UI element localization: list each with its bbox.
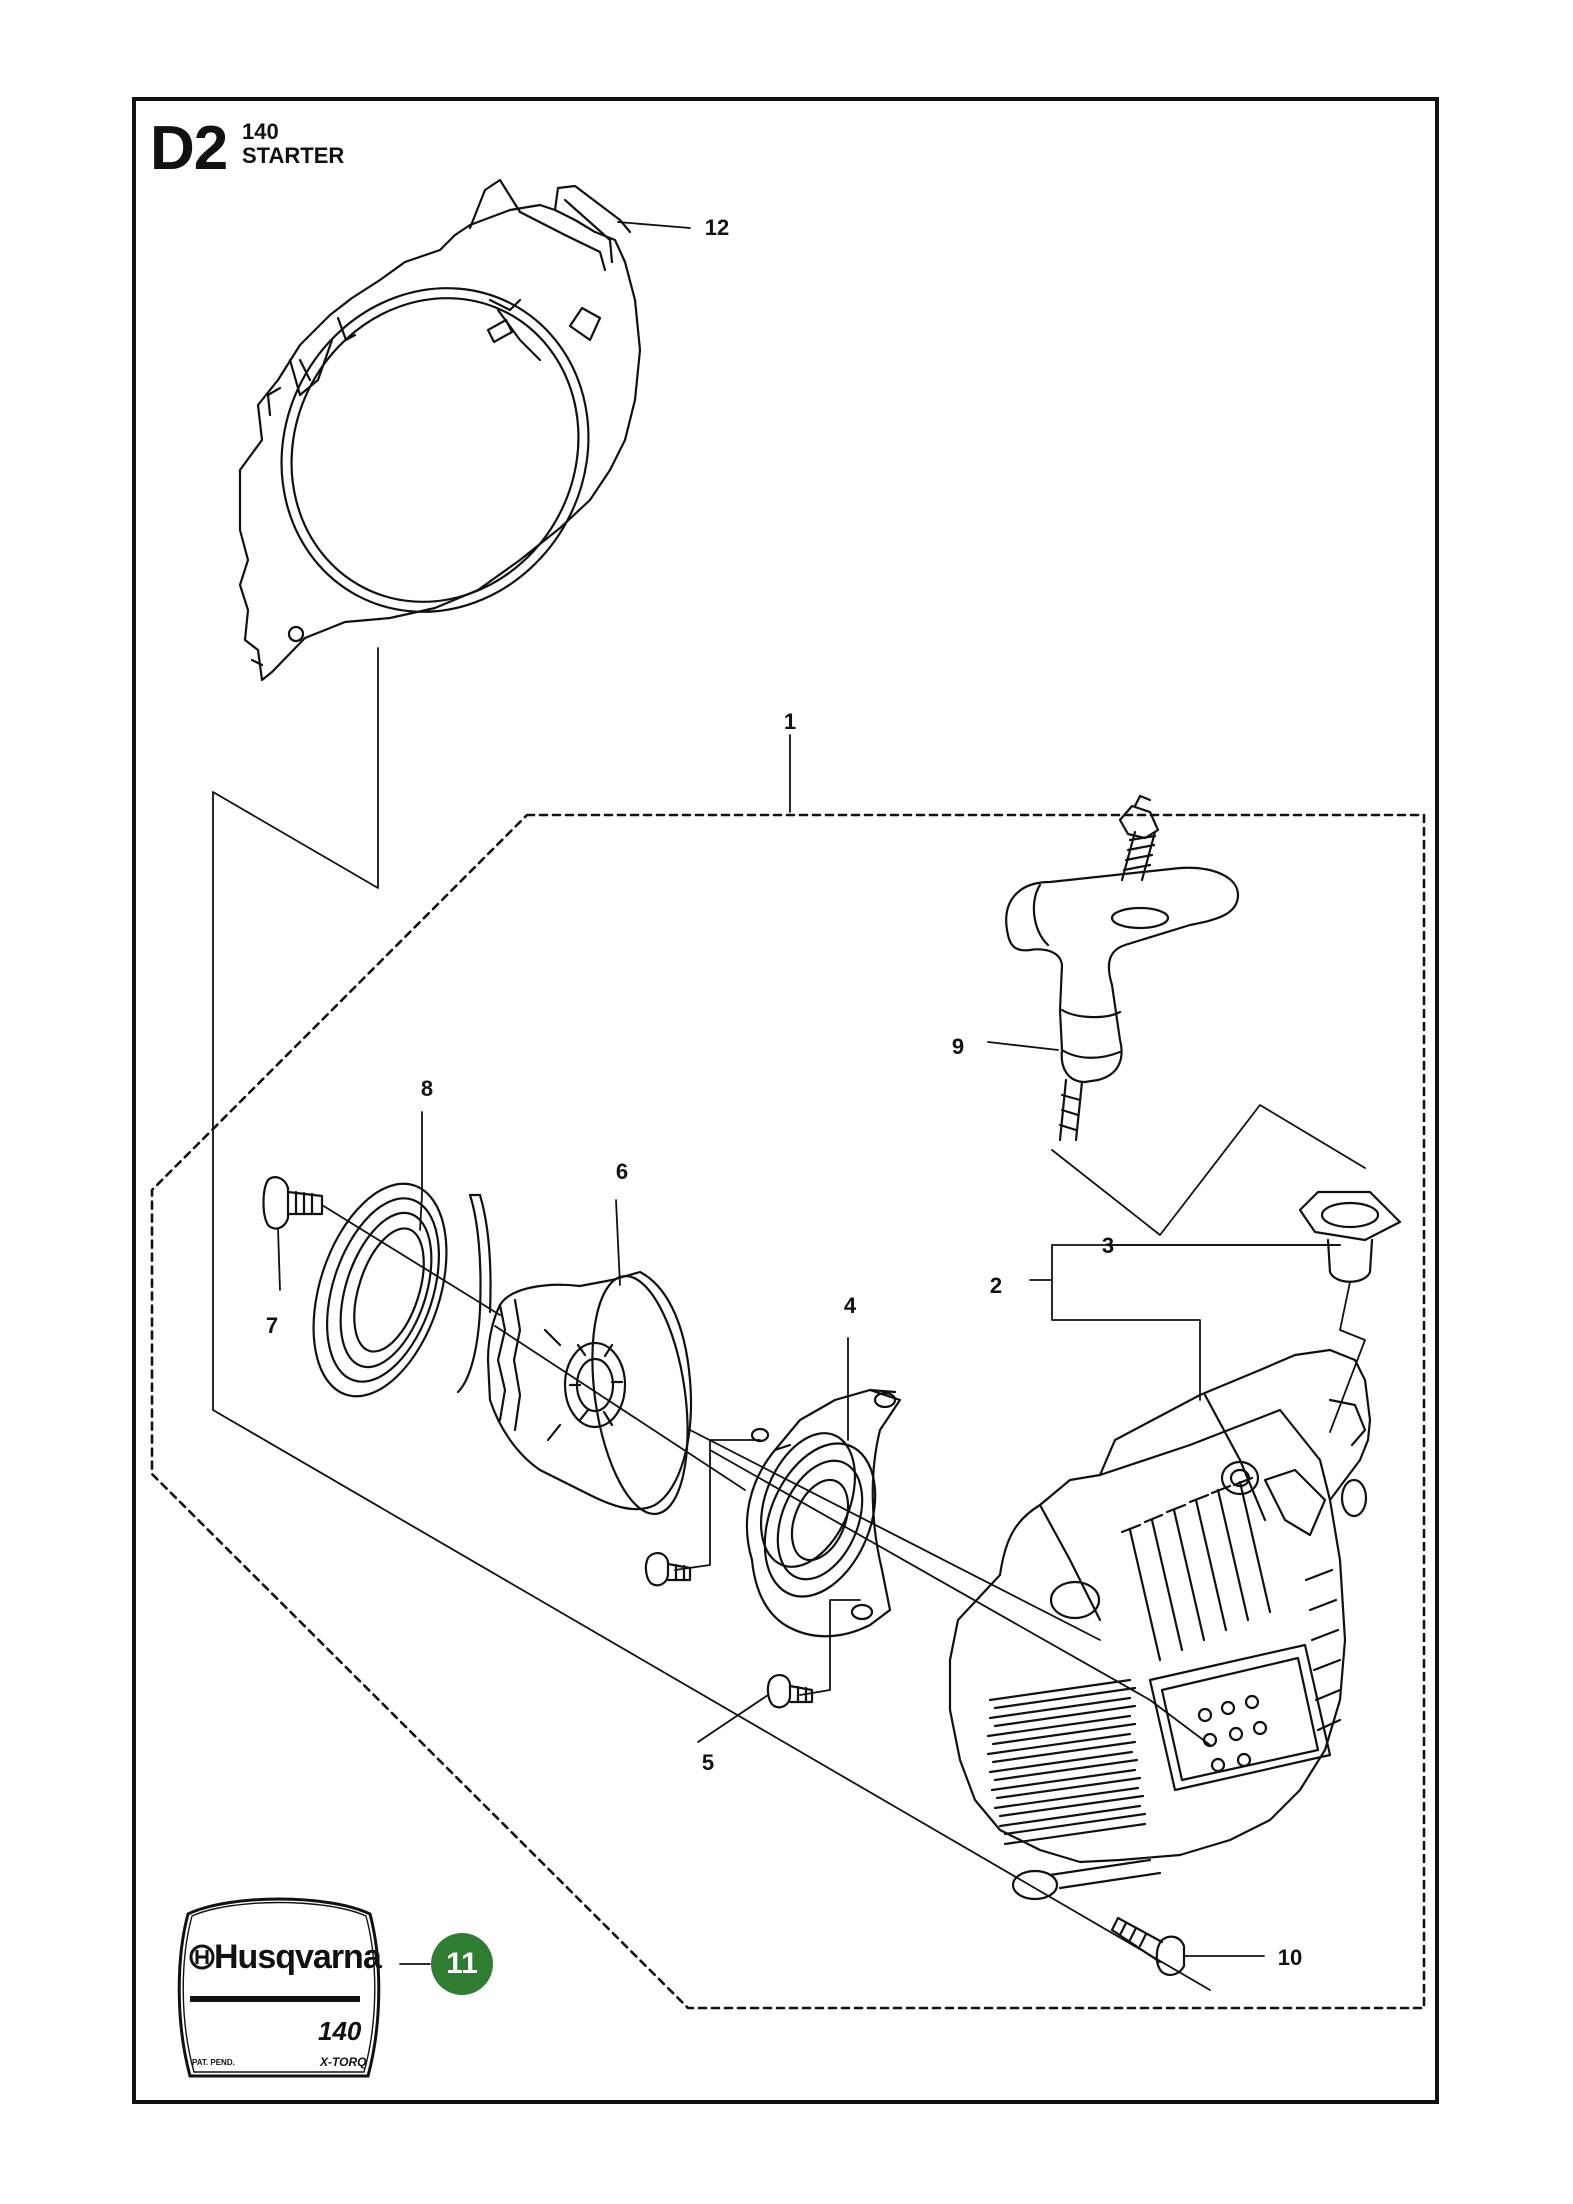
part-screw-10 [1110,1916,1186,1976]
callout-1: 1 [783,709,797,734]
callout-11-badge: 11 [431,1933,493,1995]
part-spring-pulley [486,1270,692,1516]
decal-xtorq: X-TORQ [320,2055,367,2069]
part-rope-guide [1298,1190,1402,1283]
part-fan-housing [238,178,642,682]
callout-3: 3 [1101,1233,1115,1258]
decal-model: 140 [318,2016,362,2046]
husqvarna-logo-icon [189,1944,215,1970]
callout-4: 4 [843,1293,857,1318]
callout-7: 7 [265,1313,279,1338]
decal-outline [177,1897,381,2078]
assembly-lines [212,647,1366,1991]
assembly-boundary [150,813,1426,2010]
section-code: D2 [150,114,228,183]
callout-10: 10 [1277,1945,1303,1970]
part-starter-housing [948,1348,1372,1901]
part-screw-5 [644,1552,814,1709]
callout-8: 8 [420,1076,434,1101]
model-number: 140 [242,119,279,144]
part-recoil-spring [312,1182,492,1398]
callout-leaders [277,221,1341,1965]
callout-5: 5 [701,1750,715,1775]
part-screw-7 [262,1176,324,1230]
decal-pat-pend: PAT. PEND. [192,2058,235,2067]
diagram-frame [132,97,1439,2104]
callout-9: 9 [951,1034,965,1059]
callout-6: 6 [615,1159,629,1184]
part-starter-handle [1005,794,1240,1142]
decal-brand: Husqvarna [214,1938,382,1976]
section-title: STARTER [242,143,345,168]
callout-12: 12 [704,215,730,240]
callout-2: 2 [989,1273,1003,1298]
